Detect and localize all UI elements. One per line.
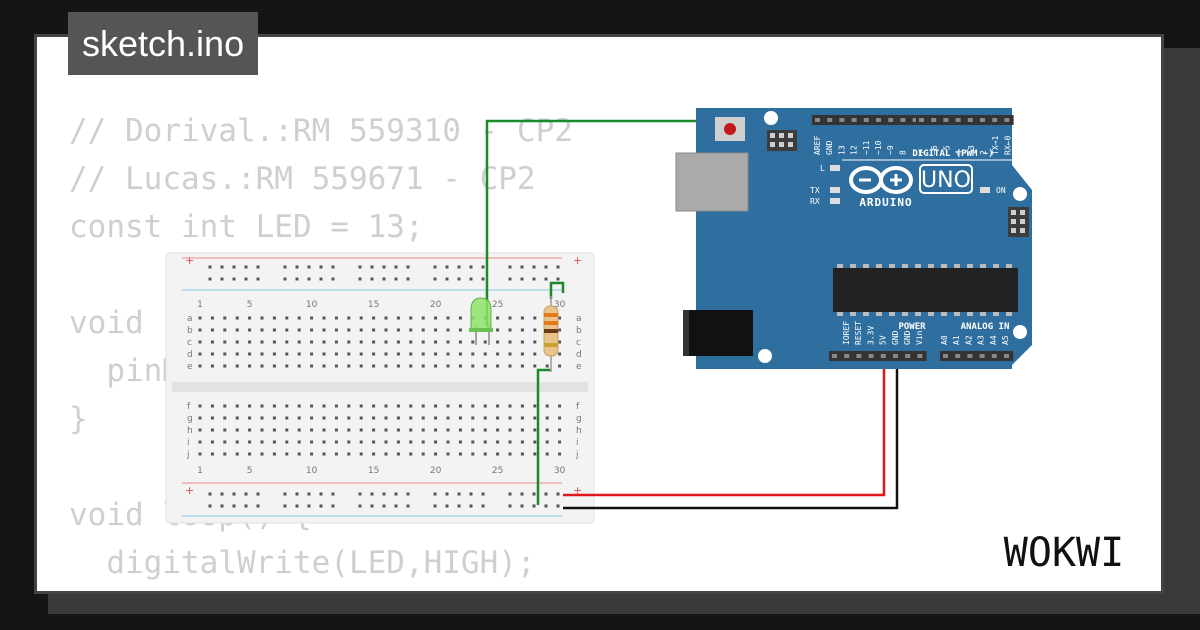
analog-pin-label: A1 — [952, 335, 961, 345]
row-letter-label: j — [186, 450, 190, 460]
row-letter-label: b — [187, 326, 193, 336]
power-pin-label: 3.3V — [866, 326, 875, 345]
row-letter-label: g — [576, 414, 582, 424]
wire-green-ground[interactable] — [536, 368, 551, 505]
file-tab-label: sketch.ino — [82, 23, 245, 64]
power-pin-label: IOREF — [842, 321, 851, 345]
board-model-label: UNO — [921, 168, 971, 193]
column-number-label: 25 — [492, 466, 503, 476]
arduino-logo — [849, 166, 913, 194]
row-letter-label: f — [576, 402, 580, 412]
led-component[interactable] — [469, 297, 493, 345]
row-letter-label: i — [187, 438, 190, 448]
wire-black-gnd[interactable] — [563, 355, 899, 510]
power-pin-label: GND — [903, 330, 912, 345]
column-number-label: 20 — [430, 466, 442, 476]
power-pin-label: Vin — [915, 330, 924, 345]
analog-pin-label: A5 — [1001, 335, 1010, 345]
atmega-chip — [833, 268, 1018, 312]
row-letter-label: d — [187, 350, 193, 360]
digital-pin-label: AREF — [813, 136, 822, 155]
arduino-uno-board[interactable]: UNO ARDUINO DIGITAL (PWM ~) POWER ANALOG… — [675, 108, 1032, 369]
led-on-label: ON — [996, 186, 1006, 195]
digital-pin-label: ~6 — [930, 145, 939, 155]
usb-port — [675, 152, 749, 212]
digital-pin-label: 13 — [837, 145, 846, 155]
digital-pin-label: 2 — [979, 150, 988, 155]
column-number-label: 10 — [306, 466, 318, 476]
digital-pin-label: 12 — [850, 145, 859, 155]
column-number-label: 30 — [554, 466, 566, 476]
column-number-label: 10 — [306, 300, 318, 310]
power-jack — [683, 310, 753, 356]
column-number-label: 20 — [430, 300, 442, 310]
wire-red-5v[interactable] — [563, 355, 886, 497]
digital-pin-label: ~9 — [886, 145, 895, 155]
power-pin-label: 5V — [879, 335, 888, 345]
column-number-label: 15 — [368, 466, 379, 476]
code-line: digitalWrite(LED,HIGH); — [69, 545, 536, 581]
row-letter-label: d — [576, 350, 582, 360]
code-line: } — [69, 401, 88, 437]
board-brand-label: ARDUINO — [859, 196, 912, 209]
row-letter-label: h — [187, 426, 193, 436]
analog-pin-label: A4 — [989, 335, 998, 345]
analog-header-label: ANALOG IN — [961, 322, 1010, 332]
row-letter-label: a — [576, 314, 582, 324]
digital-pin-label: ~3 — [967, 145, 976, 155]
column-number-label: 15 — [368, 300, 379, 310]
row-letter-label: b — [576, 326, 582, 336]
digital-pin-label: 7 — [918, 150, 927, 155]
rail-plus-top-left: + — [185, 254, 194, 267]
power-pin-label: RESET — [854, 321, 863, 345]
digital-header-label: DIGITAL (PWM ~) — [912, 149, 993, 159]
digital-pin-label: ~5 — [942, 145, 951, 155]
row-letter-label: a — [187, 314, 193, 324]
rail-plus-bottom-left: + — [185, 484, 194, 497]
digital-pin-label: GND — [825, 140, 834, 155]
led-tx-label: TX — [810, 186, 820, 195]
column-number-label: 5 — [247, 300, 253, 310]
digital-pin-label: TX→1 — [991, 136, 1000, 155]
file-tab[interactable]: sketch.ino — [68, 12, 259, 75]
code-line: // Lucas.:RM 559671 - CP2 — [69, 161, 536, 197]
led-l-label: L — [820, 164, 825, 173]
row-letter-label: h — [576, 426, 582, 436]
row-letter-label: c — [576, 338, 581, 348]
analog-pin-label: A0 — [940, 335, 949, 345]
column-number-label: 5 — [247, 466, 253, 476]
column-number-label: 30 — [554, 300, 566, 310]
digital-pin-label: ~11 — [862, 140, 871, 155]
resistor-component[interactable] — [543, 296, 559, 372]
row-letter-label: j — [575, 450, 579, 460]
row-letter-label: e — [576, 362, 582, 372]
code-line: const int LED = 13; — [69, 209, 424, 245]
row-letter-label: f — [187, 402, 191, 412]
column-number-label: 25 — [492, 300, 503, 310]
digital-pin-label: RX←0 — [1003, 136, 1012, 155]
power-pin-label: GND — [891, 330, 900, 345]
power-header-label: POWER — [898, 322, 926, 332]
row-letter-label: i — [576, 438, 579, 448]
wire-green-resistor-top[interactable] — [549, 281, 565, 299]
analog-pin-label: A3 — [977, 335, 986, 345]
analog-pin-label: A2 — [964, 335, 973, 345]
rail-plus-bottom-right: + — [573, 484, 582, 497]
column-number-label: 1 — [197, 466, 203, 476]
led-rx-label: RX — [810, 197, 820, 206]
digital-pin-label: 4 — [955, 150, 964, 155]
column-number-label: 1 — [197, 300, 203, 310]
row-letter-label: g — [187, 414, 193, 424]
rail-plus-top-right: + — [573, 254, 582, 267]
digital-pin-label: ~10 — [874, 140, 883, 155]
wokwi-logo: WOKWI — [1004, 530, 1124, 576]
row-letter-label: e — [187, 362, 193, 372]
row-letter-label: c — [187, 338, 192, 348]
digital-pin-label: 8 — [898, 150, 907, 155]
code-line: // Dorival.:RM 559310 - CP2 — [69, 113, 573, 149]
